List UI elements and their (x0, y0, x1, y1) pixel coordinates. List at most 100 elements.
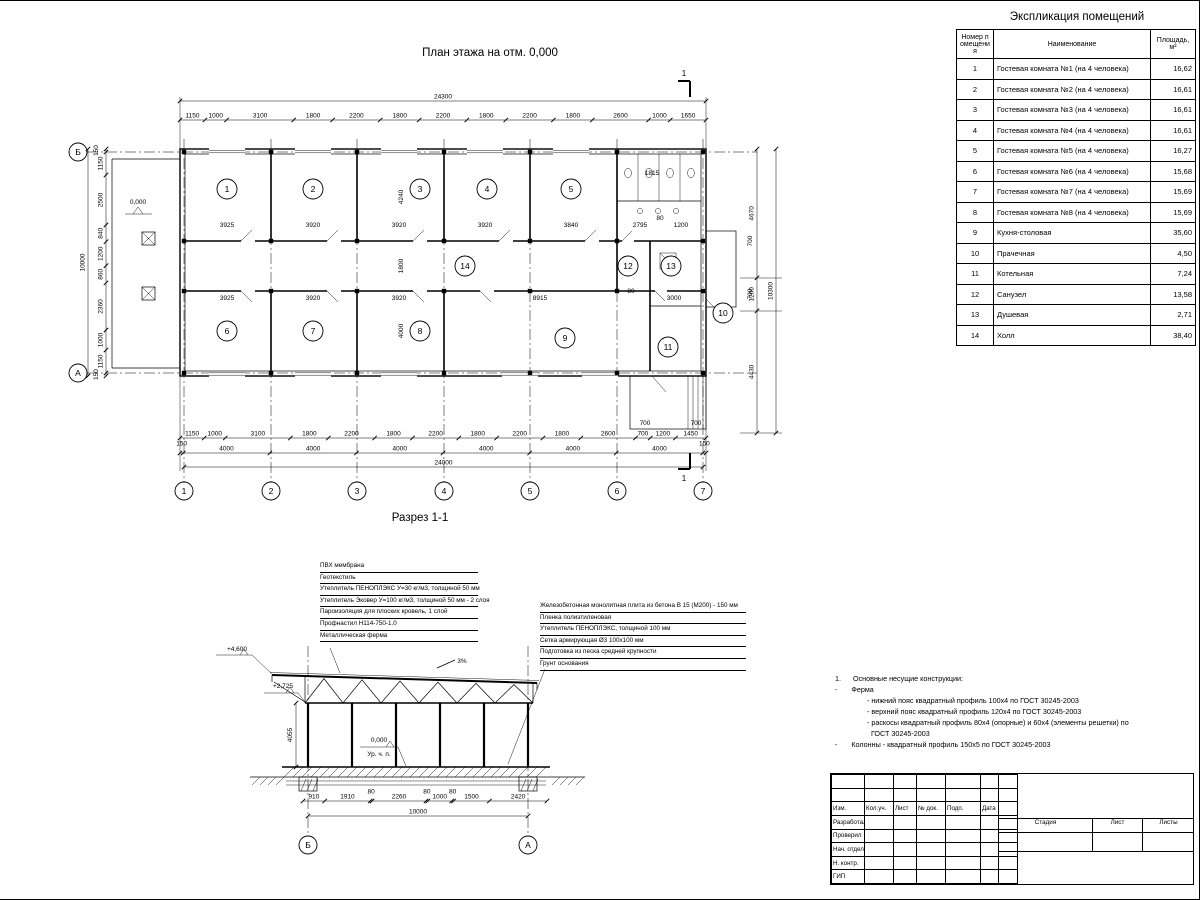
dim-tick (540, 435, 546, 441)
svg-text:10: 10 (718, 308, 728, 318)
dim-label: 2200 (513, 431, 528, 438)
note-line: - Ферма (835, 685, 874, 694)
hatch-line (283, 766, 295, 778)
dim-label: 150 (699, 441, 710, 448)
title-block-cell (864, 869, 894, 884)
note-line: - верхний пояс квадратный профиль 120х4 … (835, 707, 1082, 716)
room-name-cell: Гостевая комната №4 (на 4 человека) (993, 119, 1151, 141)
hatch-line (454, 766, 466, 778)
dim-label: 10300 (768, 282, 775, 300)
plan-porch (629, 298, 715, 430)
dim-tick (449, 798, 455, 804)
title-block-label: Изм. (831, 801, 865, 816)
column-marker (527, 149, 533, 155)
column-marker (441, 288, 447, 294)
dim-tick (103, 149, 109, 155)
material-annotation: Сетка армирующая Ø3 100х100 мм (540, 636, 746, 648)
svg-text:1200: 1200 (674, 222, 689, 229)
title-block-label: Разработал (831, 814, 865, 830)
dim-tick (527, 450, 533, 456)
svg-text:8: 8 (418, 326, 423, 336)
room-number-cell: 4 (956, 119, 994, 141)
svg-text:3920: 3920 (478, 222, 493, 229)
svg-text:3920: 3920 (392, 295, 407, 302)
room-number-cell: 1 (956, 58, 994, 80)
dim-tick (464, 117, 470, 123)
hatch-line (292, 766, 304, 778)
room-number-cell: 14 (956, 324, 994, 346)
title-block-cell (945, 842, 981, 857)
svg-text:3920: 3920 (392, 222, 407, 229)
dim-label: 80 (449, 789, 457, 796)
column-marker (527, 288, 533, 294)
svg-text:80: 80 (656, 215, 664, 222)
plan-interior-dims: 3925 3920 3920 3920 3840 2795 80 1200 18… (220, 170, 754, 427)
column-marker (700, 238, 706, 244)
column-marker (181, 149, 187, 155)
room-name-cell: Гостевая комната №8 (на 4 человека) (993, 201, 1151, 223)
sheet-label: Лист (1093, 819, 1143, 832)
column-marker (700, 288, 706, 294)
title-block-right: Стадия Лист Листы (999, 774, 1194, 884)
column-marker (354, 149, 360, 155)
svg-text:4: 4 (485, 184, 490, 194)
column-marker (268, 288, 274, 294)
column-marker (441, 238, 447, 244)
sheets-label: Листы (1159, 819, 1178, 826)
dim-tick (646, 117, 652, 123)
section-elevation-marks: +4,600 +2,725 0,000 Ур. ч. п. (216, 646, 407, 767)
title-block-cell (864, 855, 894, 871)
hatch-line (520, 778, 527, 792)
dim-label: 2600 (613, 113, 628, 120)
title-block-label: Н. контр. (831, 855, 865, 871)
sheets-value-cell (1143, 833, 1194, 851)
dim-tick (305, 813, 311, 819)
room-name-cell: Гостевая комната №5 (на 4 человека) (993, 140, 1151, 162)
floor-layers: Железобетонная монолитная плита из бетон… (540, 601, 746, 671)
dim-tick (700, 450, 706, 456)
material-annotation: Геотекстиль (320, 573, 478, 585)
svg-text:3000: 3000 (667, 295, 682, 302)
material-annotation: Металлическая ферма (320, 631, 478, 643)
dim-label: 1000 (207, 431, 222, 438)
room-number-cell: 13 (956, 304, 994, 326)
room-area-cell: 15,69 (1150, 201, 1196, 223)
dim-label: 1650 (681, 113, 696, 120)
dim-label: 1000 (208, 113, 223, 120)
plan-title: План этажа на отм. 0,000 (422, 47, 558, 59)
column-marker (181, 238, 187, 244)
svg-text:4000: 4000 (398, 323, 405, 338)
hatch-line (275, 776, 285, 786)
title-block-cell (916, 814, 946, 830)
svg-text:700: 700 (747, 235, 754, 246)
room-number-cell: 2 (956, 78, 994, 100)
column-marker (614, 288, 620, 294)
svg-text:3%: 3% (457, 658, 467, 665)
dim-label: 1910 (340, 794, 355, 801)
column-marker (527, 238, 533, 244)
dim-tick (103, 172, 109, 178)
dim-label: 910 (308, 794, 319, 801)
dim-label: 1150 (185, 431, 199, 438)
note-line: ГОСТ 30245-2003 (835, 729, 930, 738)
svg-text:7: 7 (311, 326, 316, 336)
column-marker (354, 288, 360, 294)
plan-doors (240, 229, 667, 303)
title-block-cell (916, 842, 946, 857)
dim-label: 1800 (470, 431, 485, 438)
svg-text:13: 13 (666, 261, 676, 271)
dim-tick (372, 435, 378, 441)
dim-tick (409, 435, 416, 441)
svg-text:2: 2 (269, 486, 274, 496)
dim-tick (103, 373, 109, 379)
dim-tick (180, 450, 186, 456)
plan-sanitary-fixtures (624, 154, 695, 270)
dim-tick (700, 464, 706, 470)
material-annotation: Пароизоляция для плоских кровель, 1 слой (320, 607, 478, 619)
dim-label: 1200 (98, 246, 105, 261)
dim-tick (754, 275, 760, 281)
hatch-line (259, 776, 269, 786)
svg-text:3925: 3925 (220, 295, 235, 302)
